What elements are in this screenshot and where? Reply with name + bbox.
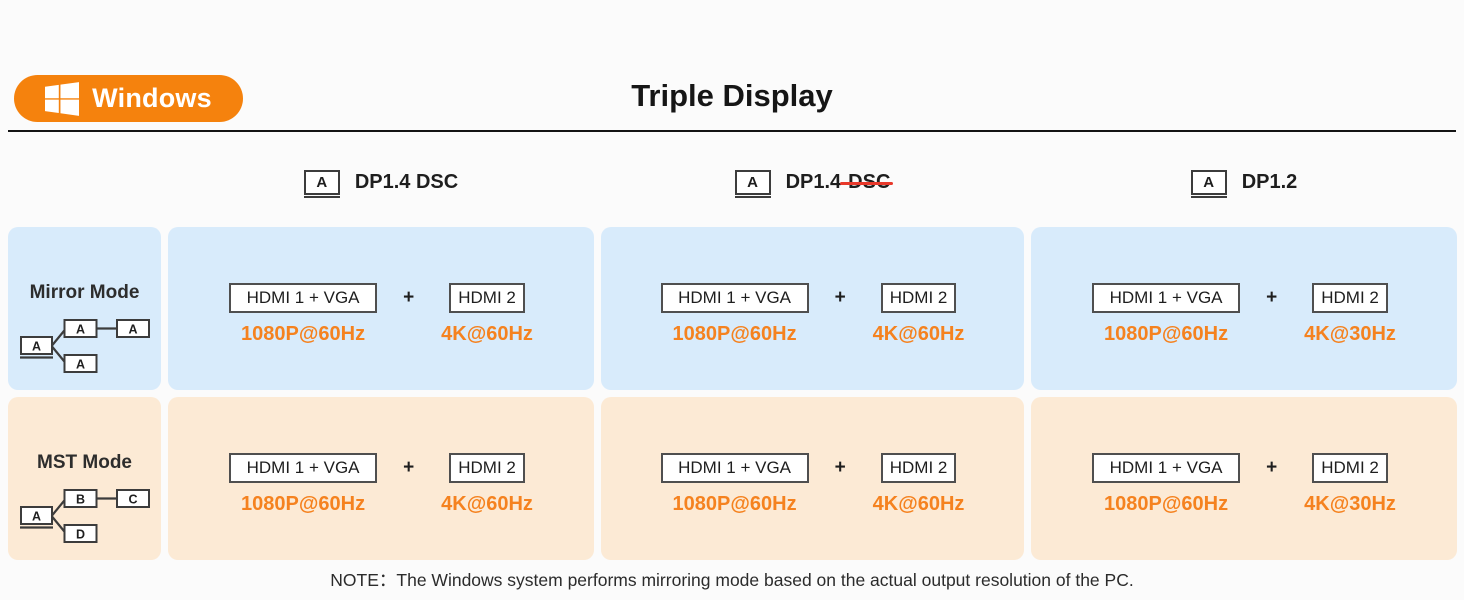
output-group: HDMI 2 4K@60Hz: [441, 283, 533, 346]
display-letter: A: [1203, 173, 1215, 191]
column-title: DP1.4 DSC: [355, 171, 458, 194]
mirror-topology-diagram: A A A A: [19, 319, 150, 373]
output-group: HDMI 2 4K@60Hz: [441, 453, 533, 516]
port-box-hdmi1-vga: HDMI 1 + VGA: [1092, 453, 1241, 483]
footnote: NOTE：The Windows system performs mirrori…: [330, 570, 1134, 590]
resolution-label: 1080P@60Hz: [1104, 493, 1229, 515]
mst-dp14dsc-cell: HDMI 1 + VGA 1080P@60Hz + HDMI 2 4K@60Hz: [168, 397, 594, 560]
plus-sign: +: [403, 457, 415, 478]
port-box-hdmi2: HDMI 2: [880, 453, 957, 483]
plus-sign: +: [834, 457, 846, 478]
port-box-hdmi2: HDMI 2: [1312, 453, 1388, 483]
resolution-label: 1080P@60Hz: [672, 323, 797, 345]
diagram-source-letter: A: [31, 510, 40, 524]
resolution-label: 4K@30Hz: [1304, 323, 1396, 345]
mode-label: MST Mode: [37, 452, 132, 473]
display-letter: A: [747, 173, 758, 191]
port-box-hdmi1-vga: HDMI 1 + VGA: [660, 453, 809, 483]
output-group: HDMI 2 4K@30Hz: [1304, 283, 1396, 346]
port-box-hdmi1-vga: HDMI 1 + VGA: [229, 453, 378, 483]
plus-sign: +: [834, 287, 846, 308]
port-box-hdmi2: HDMI 2: [1312, 283, 1388, 313]
mirror-mode-label-cell: Mirror Mode A A A A: [8, 227, 161, 390]
diagram-right-letter: C: [128, 493, 137, 507]
display-a-icon: A: [303, 169, 340, 198]
port-box-hdmi2: HDMI 2: [449, 453, 525, 483]
diagram-top-letter: B: [75, 493, 84, 507]
output-group: HDMI 1 + VGA 1080P@60Hz: [1092, 453, 1241, 516]
column-title-struck-text: DSC: [840, 170, 894, 193]
resolution-label: 1080P@60Hz: [241, 493, 366, 515]
mst-dp12-cell: HDMI 1 + VGA 1080P@60Hz + HDMI 2 4K@30Hz: [1031, 397, 1457, 560]
column-title-text: DP1.2: [1241, 170, 1298, 193]
resolution-label: 4K@30Hz: [1304, 493, 1396, 515]
windows-logo-icon: [45, 81, 80, 116]
output-group: HDMI 1 + VGA 1080P@60Hz: [229, 283, 378, 346]
column-title-text: DP1.4 DSC: [354, 170, 459, 193]
output-group: HDMI 1 + VGA 1080P@60Hz: [229, 453, 378, 516]
diagram-right-letter: A: [128, 323, 137, 337]
column-title-text: DP1.4: [785, 170, 842, 193]
column-title: DP1.2: [1242, 171, 1298, 194]
column-header-dp14-dsc: A DP1.4 DSC: [168, 163, 594, 201]
mirror-dp14-cell: HDMI 1 + VGA 1080P@60Hz + HDMI 2 4K@60Hz: [601, 227, 1024, 390]
plus-sign: +: [1266, 457, 1278, 478]
header-divider: [8, 130, 1456, 132]
port-box-hdmi2: HDMI 2: [449, 283, 525, 313]
resolution-label: 4K@60Hz: [441, 323, 533, 345]
plus-sign: +: [403, 287, 415, 308]
plus-sign: +: [1266, 287, 1278, 308]
platform-badge: Windows: [14, 75, 243, 122]
mode-label: Mirror Mode: [29, 282, 140, 303]
diagram-source-letter: A: [31, 340, 40, 354]
resolution-label: 1080P@60Hz: [1104, 323, 1229, 345]
output-group: HDMI 1 + VGA 1080P@60Hz: [660, 283, 809, 346]
output-group: HDMI 2 4K@60Hz: [872, 283, 965, 346]
output-group: HDMI 1 + VGA 1080P@60Hz: [1092, 283, 1241, 346]
column-header-dp12: A DP1.2: [1031, 163, 1457, 201]
output-group: HDMI 2 4K@60Hz: [872, 453, 965, 516]
resolution-label: 4K@60Hz: [441, 493, 533, 515]
port-box-hdmi2: HDMI 2: [880, 283, 957, 313]
diagram-top-letter: A: [75, 323, 84, 337]
display-letter: A: [316, 173, 328, 191]
mst-topology-diagram: A B C D: [19, 489, 150, 543]
resolution-label: 4K@60Hz: [872, 323, 965, 345]
mirror-dp14dsc-cell: HDMI 1 + VGA 1080P@60Hz + HDMI 2 4K@60Hz: [168, 227, 594, 390]
output-group: HDMI 2 4K@30Hz: [1304, 453, 1396, 516]
output-group: HDMI 1 + VGA 1080P@60Hz: [660, 453, 809, 516]
diagram-bottom-letter: D: [75, 528, 84, 542]
display-a-icon: A: [734, 169, 771, 198]
diagram-bottom-letter: A: [75, 358, 84, 372]
resolution-label: 1080P@60Hz: [672, 493, 797, 515]
port-box-hdmi1-vga: HDMI 1 + VGA: [660, 283, 809, 313]
port-box-hdmi1-vga: HDMI 1 + VGA: [229, 283, 378, 313]
mode-grid: Mirror Mode A A A A HDMI 1 + VGA 1080P@6…: [8, 227, 1457, 560]
port-box-hdmi1-vga: HDMI 1 + VGA: [1092, 283, 1241, 313]
resolution-label: 4K@60Hz: [872, 493, 965, 515]
mst-dp14-cell: HDMI 1 + VGA 1080P@60Hz + HDMI 2 4K@60Hz: [601, 397, 1024, 560]
mst-mode-label-cell: MST Mode A B C D: [8, 397, 161, 560]
mirror-dp12-cell: HDMI 1 + VGA 1080P@60Hz + HDMI 2 4K@30Hz: [1031, 227, 1457, 390]
display-a-icon: A: [1190, 169, 1227, 198]
resolution-label: 1080P@60Hz: [241, 323, 366, 345]
platform-badge-label: Windows: [92, 83, 212, 113]
page-title: Triple Display: [631, 78, 833, 113]
